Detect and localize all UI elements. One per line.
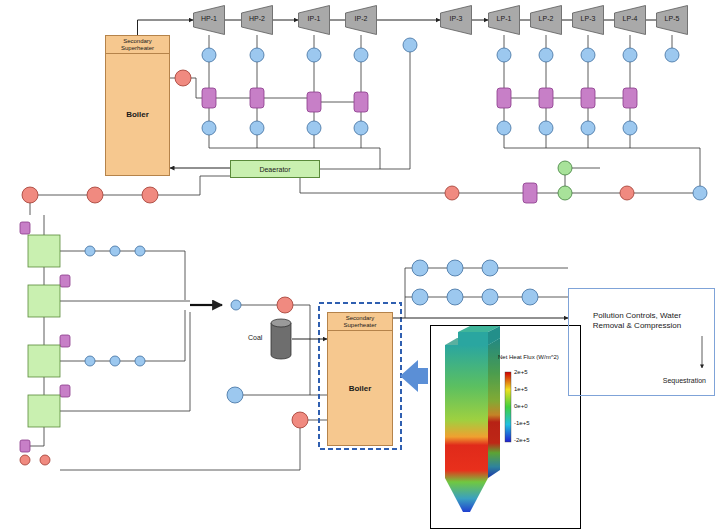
flow-arrow xyxy=(190,304,222,306)
turbine-stage: LP-4 xyxy=(614,5,646,35)
flow-connector xyxy=(138,20,194,35)
boiler-boundary xyxy=(319,303,401,449)
turbine-label: LP-3 xyxy=(572,15,604,22)
boiler: Secondary SuperheaterBoiler xyxy=(105,35,170,176)
flow-connector xyxy=(292,339,327,340)
flow-connector xyxy=(562,20,572,21)
turbine-stage: HP-2 xyxy=(241,5,273,35)
turbine-stage: IP-1 xyxy=(298,5,330,35)
scale-value: 1e+5 xyxy=(514,386,528,392)
deaerator-box: Deaerator xyxy=(230,160,320,178)
flow-connector xyxy=(393,318,568,319)
boiler-label: Boiler xyxy=(106,54,169,175)
turbine-label: LP-2 xyxy=(530,15,562,22)
process-label: Pollution Controls, Water Removal & Comp… xyxy=(587,311,687,330)
heat-exchangers xyxy=(85,38,707,403)
turbine-label: IP-2 xyxy=(345,15,377,22)
turbine-label: LP-4 xyxy=(614,15,646,22)
node-label: Deaerator xyxy=(259,166,290,173)
turbine-stage: IP-3 xyxy=(440,5,472,35)
coal-silo: Coal xyxy=(270,318,292,360)
turbine-label: IP-3 xyxy=(440,15,472,22)
pipe-lines xyxy=(30,35,702,470)
turbine-label: HP-1 xyxy=(193,15,225,22)
turbine-label: HP-2 xyxy=(241,15,273,22)
heat-flux-render xyxy=(431,326,581,529)
turbine-stage: LP-5 xyxy=(656,5,688,35)
flow-connector xyxy=(520,20,530,21)
turbine-label: LP-5 xyxy=(656,15,688,22)
scale-value: 0e+0 xyxy=(514,403,528,409)
flow-connector xyxy=(330,20,345,21)
turbine-stage: LP-1 xyxy=(488,5,520,35)
boiler-label: Boiler xyxy=(328,331,392,445)
green-pumps xyxy=(558,161,572,200)
flow-connector xyxy=(646,20,656,21)
flow-connector xyxy=(377,20,440,21)
flow-connector xyxy=(604,20,614,21)
callout-arrow xyxy=(400,360,428,392)
pollution-control-box: Pollution Controls, Water Removal & Comp… xyxy=(568,288,715,396)
scale-value: -2e+5 xyxy=(514,437,530,443)
silo-label: Coal xyxy=(248,334,262,341)
boiler: Secondary SuperheaterBoiler xyxy=(327,312,393,446)
turbine-stage: LP-3 xyxy=(572,5,604,35)
flow-connector xyxy=(170,168,230,169)
legend-title: Net Heat Flux (W/m^2) xyxy=(498,354,559,360)
scale-value: 2e+5 xyxy=(514,369,528,375)
turbine-stage: IP-2 xyxy=(345,5,377,35)
section-heading: Secondary Superheater xyxy=(328,313,392,331)
flow-connector xyxy=(225,20,241,21)
air-separation-units xyxy=(28,235,60,427)
section-heading: Secondary Superheater xyxy=(106,36,169,54)
turbine-label: IP-1 xyxy=(298,15,330,22)
turbine-label: LP-1 xyxy=(488,15,520,22)
silo-outline xyxy=(270,318,292,360)
turbine-stage: HP-1 xyxy=(193,5,225,35)
turbine-stage: LP-2 xyxy=(530,5,562,35)
flow-connector xyxy=(472,20,488,21)
scale-value: -1e+5 xyxy=(514,420,530,426)
flow-connector xyxy=(273,20,298,21)
output-label: Sequestration xyxy=(663,377,706,384)
